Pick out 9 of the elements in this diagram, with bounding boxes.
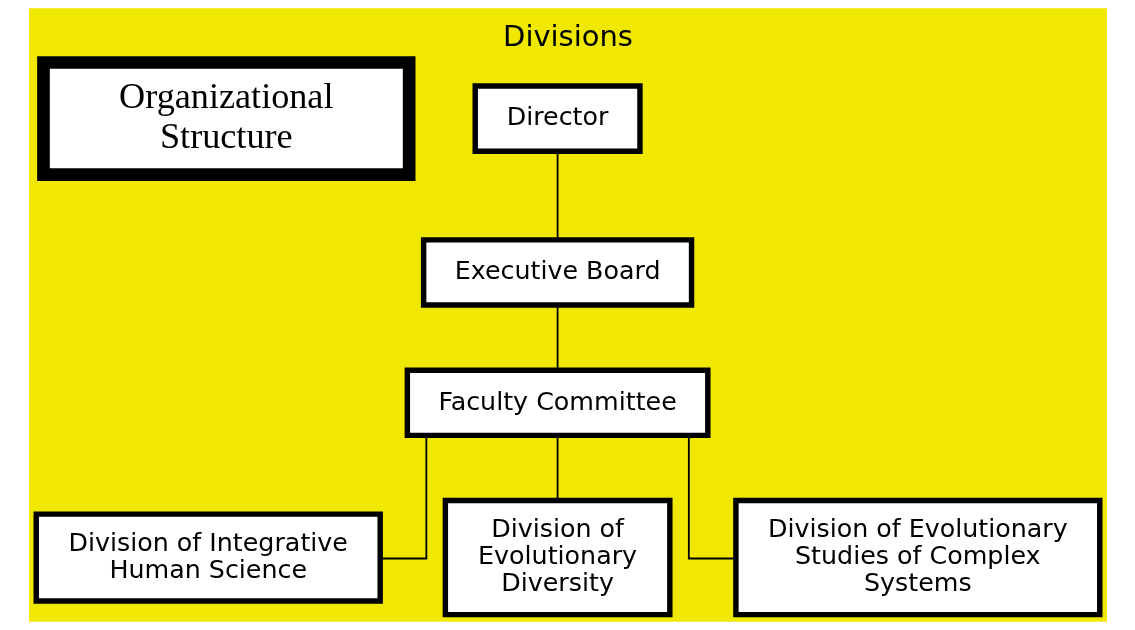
node-box: Division of Evolutionary Studies of Complex Systems [732, 497, 1102, 618]
diagram-title: Divisions [502, 18, 633, 53]
node-box: Organizational Structure [36, 56, 415, 182]
connector [556, 304, 558, 371]
node-box: Faculty Committee [404, 367, 711, 439]
node-box: Executive Board [420, 237, 694, 308]
node-box: Division of Integrative Human Science [33, 511, 383, 604]
node-box: Director [472, 83, 643, 154]
node-box: Division of Evolutionary Diversity [442, 497, 673, 618]
